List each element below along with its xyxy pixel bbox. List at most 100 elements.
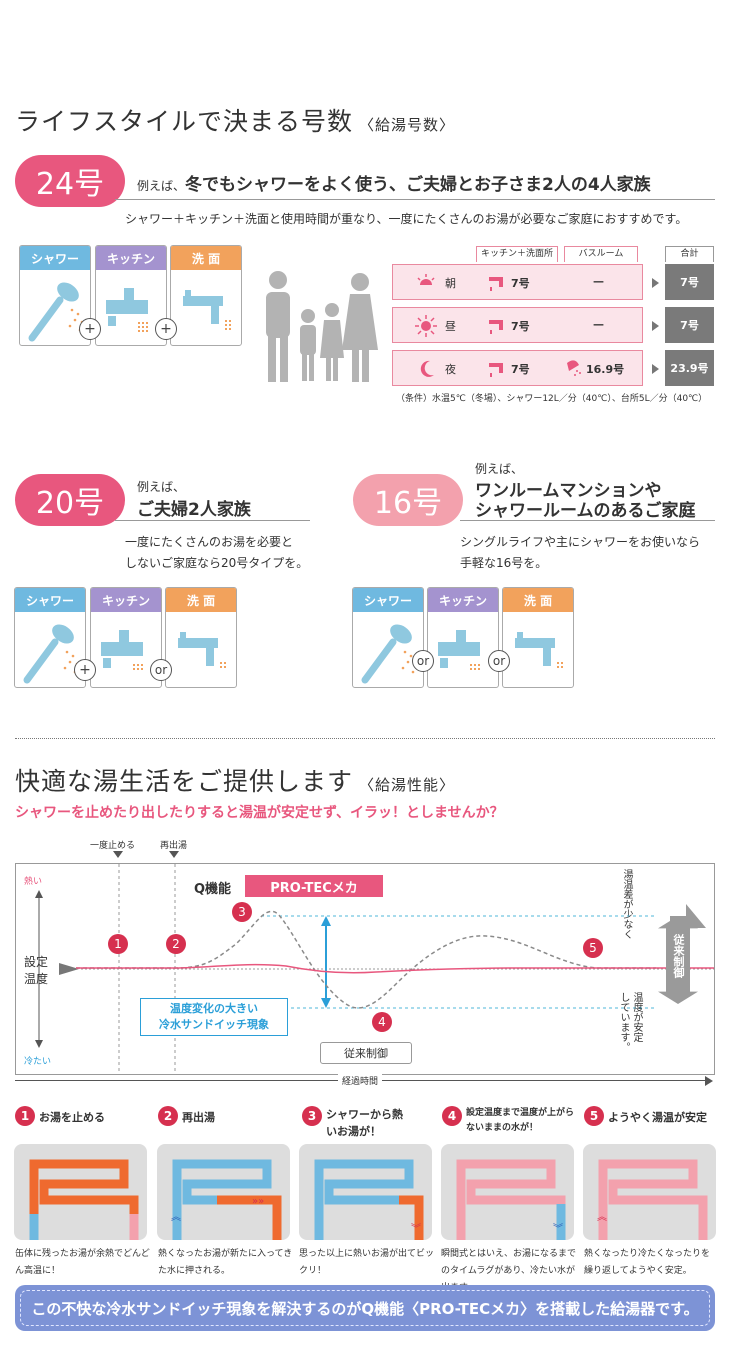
pipe-illustration: ︾ — [314, 1159, 424, 1240]
g24-desc: シャワー＋キッチン＋洗面と使用時間が重なり、一度にたくさんのお湯が必要なご家庭に… — [125, 212, 688, 226]
marker-stop-icon — [113, 851, 123, 858]
badge-16: 16号 — [353, 474, 463, 526]
right-note-bottom-2: しています。 — [618, 992, 629, 1052]
sun-icon — [415, 315, 437, 337]
step-title: 再出湯 — [182, 1111, 215, 1124]
section-title-performance: 快適な湯生活をご提供します〈給湯性能〉 — [15, 762, 455, 798]
svg-text:»»: »» — [252, 1196, 264, 1207]
step-1-caption: 缶体に残ったお湯が余熱でどんどん高温に！ — [15, 1249, 150, 1276]
badge-24: 24号 — [15, 155, 125, 207]
set-temp-line2: 温度 — [24, 972, 49, 986]
pipe-illustration: ︽ — [597, 1159, 708, 1240]
faucet-icon — [489, 363, 503, 377]
row-total: 7号 — [665, 264, 714, 300]
shower-icon — [361, 624, 417, 684]
sandwich-line2: 冷水サンドイッチ現象 — [159, 1018, 269, 1031]
row-kitchen-value: 7号 — [511, 363, 530, 376]
faucet-icon — [489, 277, 503, 291]
g20-rule — [115, 520, 310, 521]
right-note-bottom-1: 温度が安定 — [631, 992, 642, 1042]
table-col-bath: バスルーム — [564, 246, 638, 262]
step-number: 1 — [15, 1106, 35, 1126]
time-axis-label: 経過時間 — [338, 1074, 383, 1087]
washbasin-faucet-icon — [183, 290, 231, 330]
pipe-illustration — [29, 1159, 139, 1240]
label-stop: 一度止める — [90, 841, 136, 851]
fixture-shower-16: シャワー — [352, 587, 424, 688]
g20-desc-line2: しないご家庭なら20号タイプを。 — [125, 556, 309, 570]
shower-icon — [23, 624, 79, 684]
fixture-label: シャワー — [15, 588, 85, 612]
row-total: 23.9号 — [665, 350, 714, 386]
faucet-icon — [489, 320, 503, 334]
sunrise-icon — [415, 274, 437, 291]
step-5-caption: 熱くなったり冷たくなったりを繰り返してようやく安定。 — [584, 1249, 711, 1276]
pipe-illustration: »» ︽ — [171, 1159, 282, 1240]
fixture-label: 洗 面 — [171, 246, 241, 270]
step-title: 設定温度まで温度が上がらないままの水が！ — [466, 1108, 575, 1133]
arrow-icon — [652, 321, 659, 331]
shower-head-icon — [567, 360, 581, 376]
chart-marker-1: 1 — [108, 934, 128, 954]
g20-desc: 一度にたくさんのお湯を必要と しないご家庭なら20号タイプを。 — [125, 532, 308, 574]
row-time: 夜 — [445, 363, 456, 376]
chart-marker-2: 2 — [166, 934, 186, 954]
fixture-kitchen-16: キッチン — [427, 587, 499, 688]
g16-desc-line1: シングルライフや主にシャワーをお使いなら — [460, 535, 701, 549]
g16-lead-line2: シャワールームのあるご家庭 — [475, 501, 696, 521]
chart-marker-4: 4 — [372, 1012, 392, 1032]
svg-text:︾: ︾ — [411, 1223, 421, 1235]
table-row-morning: 朝 7号 — — [392, 264, 643, 300]
g20-lead-prefix: 例えば、 — [137, 480, 186, 494]
row-bath-value: — — [593, 275, 604, 288]
fixture-label: キッチン — [91, 588, 161, 612]
conventional-vertical-label: 従来制御 — [672, 934, 685, 978]
g20-lead: ご夫婦2人家族 — [137, 500, 251, 520]
fixture-label: シャワー — [353, 588, 423, 612]
title-text: 快適な湯生活をご提供します — [15, 767, 354, 796]
pipe-diagram-3: ︾ — [299, 1144, 432, 1240]
g16-lead-prefix: 例えば、 — [475, 462, 524, 476]
pipe-diagram-4: ︾ — [441, 1144, 574, 1240]
kitchen-faucet-icon — [101, 630, 143, 670]
svg-text:︽: ︽ — [597, 1212, 607, 1223]
label-cold: 冷たい — [24, 1057, 52, 1067]
g16-desc-line2: 手軽な16号を。 — [460, 556, 548, 570]
fixture-label: キッチン — [428, 588, 498, 612]
kitchen-faucet-icon — [106, 288, 148, 332]
step-number: 5 — [584, 1106, 604, 1126]
shower-icon — [28, 282, 84, 342]
step-title: シャワーから熱いお湯が！ — [326, 1108, 403, 1138]
step-5: 5 ようやく湯温が安定 — [584, 1106, 707, 1126]
q-function-label: Q機能 — [194, 882, 232, 897]
fixture-washbasin-16: 洗 面 — [502, 587, 574, 688]
fixture-label: 洗 面 — [166, 588, 236, 612]
pipe-diagram-5: ︽ — [583, 1144, 716, 1240]
arrow-icon — [652, 278, 659, 288]
svg-text:︾: ︾ — [553, 1223, 563, 1235]
banner-text: この不快な冷水サンドイッチ現象を解決するのがQ機能〈PRO-TECメカ〉を搭載し… — [31, 1299, 699, 1318]
kitchen-faucet-icon — [438, 630, 480, 670]
title-sub: 〈給湯性能〉 — [359, 776, 456, 794]
row-bath-value: — — [593, 318, 604, 331]
fixture-washbasin-20: 洗 面 — [165, 587, 237, 688]
row-kitchen-value: 7号 — [511, 320, 530, 333]
svg-text:︽: ︽ — [171, 1212, 181, 1223]
title-text: ライフスタイルで決まる号数 — [15, 107, 354, 136]
washbasin-faucet-icon — [178, 632, 226, 668]
sandwich-line1: 温度変化の大きい — [170, 1002, 258, 1015]
chart-marker-5: 5 — [583, 938, 603, 958]
step-3-caption: 思った以上に熱いお湯が出てビックリ！ — [299, 1249, 435, 1276]
label-hot: 熱い — [24, 877, 43, 887]
step-title: ようやく湯温が安定 — [608, 1111, 707, 1124]
fixture-label: キッチン — [96, 246, 166, 270]
sandwich-callout: 温度変化の大きい 冷水サンドイッチ現象 — [140, 998, 288, 1036]
fixture-shower-20: シャワー — [14, 587, 86, 688]
label-restart: 再出湯 — [160, 841, 188, 851]
pipe-illustration: ︾ — [456, 1159, 566, 1240]
section2-subtitle: シャワーを止めたり出したりすると湯温が安定せず、イラッ！としませんか？ — [15, 805, 504, 821]
pipe-diagram-1 — [14, 1144, 147, 1240]
